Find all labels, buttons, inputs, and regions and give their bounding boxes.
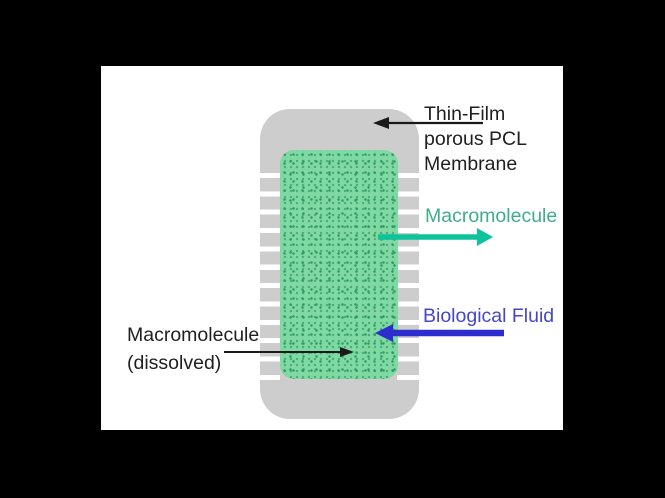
- arrow-overlay: [224, 117, 504, 357]
- biological-fluid-label: Biological Fluid: [423, 305, 555, 327]
- membrane-pointer-arrow: [373, 117, 483, 129]
- biological-fluid-arrow: [375, 324, 504, 342]
- membrane-label: Thin-Film porous PCL Membrane: [424, 102, 527, 177]
- membrane-label-line1: Thin-Film: [424, 103, 506, 125]
- macromolecule-release-arrow: [378, 228, 493, 246]
- dissolved-pointer-arrow: [224, 347, 354, 357]
- dissolved-label-line1: Macromolecule: [127, 324, 260, 346]
- membrane-pores-left: [258, 173, 280, 381]
- macromolecule-dissolved-label: Macromolecule (dissolved): [127, 321, 259, 377]
- membrane-label-line3: Membrane: [424, 153, 518, 175]
- dissolved-macromolecule-core: [280, 150, 398, 379]
- membrane-label-line2: porous PCL: [424, 128, 527, 150]
- macromolecule-label: Macromolecule: [425, 205, 558, 227]
- diagram-canvas: Thin-Film porous PCL Membrane Macromolec…: [101, 66, 563, 430]
- dissolved-label-line2: (dissolved): [127, 352, 222, 374]
- membrane-pores-right: [397, 173, 419, 381]
